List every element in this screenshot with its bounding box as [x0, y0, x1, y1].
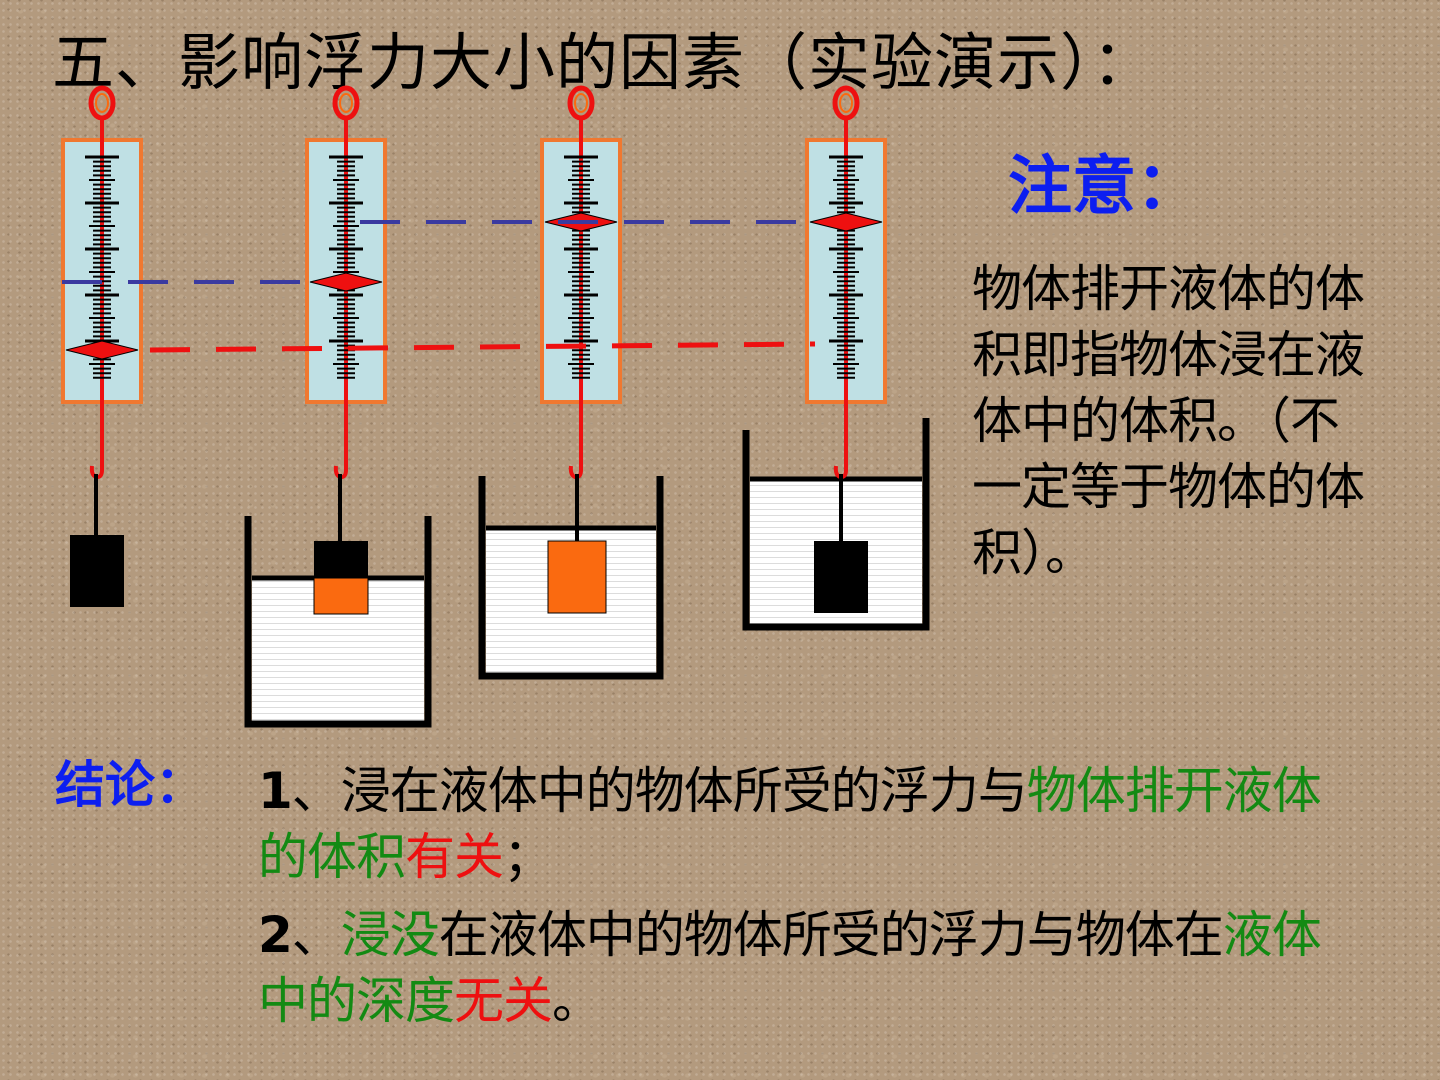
spring-scale-icon [540, 85, 622, 480]
conclusion-item-1: 1、浸在液体中的物体所受的浮力与物体排开液体的体积有关； [258, 758, 1368, 890]
conclusion-list: 1、浸在液体中的物体所受的浮力与物体排开液体的体积有关； 2、浸没在液体中的物体… [258, 758, 1368, 1046]
experiment-diagram [61, 85, 930, 728]
item-end: 。 [552, 972, 602, 1030]
item-number: 1 [258, 762, 293, 820]
item-highlight-green: 物体排开液体的体积 [258, 762, 1322, 886]
item-highlight-red: 无关 [454, 972, 553, 1030]
item-text: 、浸在液体中的物体所受的浮力与 [291, 762, 1028, 820]
guide-lines [62, 220, 816, 353]
spring-scale-icon [305, 85, 387, 480]
slide-title: 五、影响浮力大小的因素（实验演示）： [52, 26, 1156, 99]
note-body: 物体排开液体的体积即指物体浸在液体中的体积。（不一定等于物体的体积）。 [972, 260, 1365, 582]
hook-icon [89, 452, 104, 480]
note-heading: 注意： [1008, 149, 1200, 224]
conclusion-heading: 结论： [55, 756, 205, 814]
item-highlight-green: 浸没 [340, 906, 440, 964]
hook-icon [568, 452, 583, 480]
weight-block-icon [814, 541, 868, 613]
spring-scale-icon [805, 85, 887, 480]
weight-block-icon [547, 540, 607, 614]
item-text: 在液体中的物体所受的浮力与物体在 [438, 906, 1224, 964]
conclusion-item-2: 2、浸没在液体中的物体所受的浮力与物体在液体中的深度无关。 [258, 902, 1368, 1034]
hook-icon [833, 452, 848, 480]
item-number: 2 [258, 906, 293, 964]
item-end: ； [503, 828, 553, 886]
item-text: 、 [291, 906, 342, 964]
spring-scale-icon [61, 85, 143, 480]
weight-block-icon [313, 541, 369, 615]
hook-icon [333, 452, 348, 480]
weight-block-icon [70, 535, 124, 607]
item-highlight-green: 液体中的深度 [258, 906, 1322, 1030]
item-highlight-red: 有关 [405, 828, 504, 886]
